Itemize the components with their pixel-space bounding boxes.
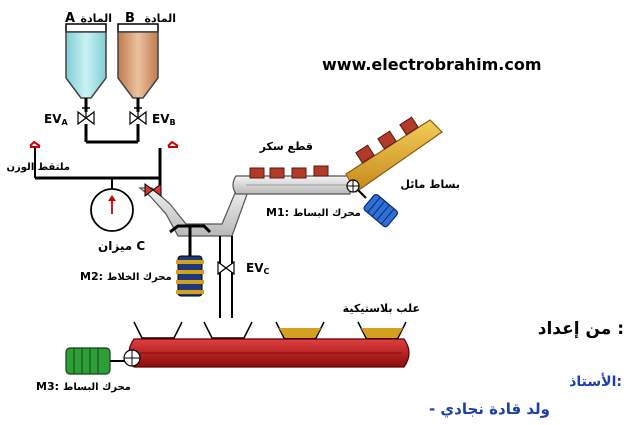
weight-sensor bbox=[29, 140, 179, 206]
mixer-stirrer bbox=[169, 224, 212, 256]
valve-evb-icon bbox=[129, 107, 147, 126]
sugar-cubes-label: قطع سكر bbox=[259, 140, 313, 153]
motor-m1 bbox=[346, 179, 399, 228]
hopper-b bbox=[117, 23, 159, 112]
plastic-box bbox=[357, 321, 407, 339]
hopper-b-letter: B bbox=[125, 11, 135, 26]
main-conveyor bbox=[128, 338, 410, 368]
credit-teacher: الأستاذ: bbox=[569, 373, 622, 390]
valve-eva-icon bbox=[77, 107, 95, 126]
valve-evc-icon bbox=[217, 260, 235, 276]
hopper-a-letter: A bbox=[65, 11, 75, 26]
credit-name: - ولد قادة نجادي bbox=[429, 400, 550, 419]
motor-m3 bbox=[65, 347, 141, 375]
motor-m1-label: M1:محرك البساط bbox=[266, 206, 361, 219]
sugar-cubes bbox=[249, 165, 329, 179]
hopper-b-name: المادة bbox=[144, 12, 176, 25]
inclined-conveyor bbox=[345, 116, 443, 193]
plastic-box bbox=[133, 321, 183, 339]
valve-eva-label: EVA bbox=[44, 112, 68, 127]
sugar-conveyor bbox=[232, 175, 351, 195]
plastic-boxes-label: علب بلاستيكية bbox=[343, 302, 420, 315]
weight-sensor-label: ملتقط الوزن bbox=[7, 162, 71, 173]
scale-label: ميزان C bbox=[98, 239, 145, 253]
plastic-box bbox=[203, 321, 253, 339]
hopper-a-name: المادة bbox=[80, 12, 112, 25]
valve-evb-label: EVB bbox=[152, 112, 176, 127]
hopper-a bbox=[65, 23, 107, 112]
valve-evc-label: EVC bbox=[246, 261, 269, 276]
website-url: www.electrobrahim.com bbox=[322, 55, 542, 74]
credit-prepared-by: من إعداد : bbox=[538, 319, 624, 339]
plastic-box bbox=[275, 321, 325, 339]
mixer-motor-label: M2:محرك الخلاط bbox=[80, 270, 172, 283]
motor-m3-label: M3:محرك البساط bbox=[36, 380, 131, 393]
inclined-conveyor-label: بساط مائل bbox=[400, 178, 460, 191]
weigh-valve-icon bbox=[144, 183, 162, 197]
mixer-motor-m2 bbox=[176, 255, 204, 297]
scale-c bbox=[90, 178, 134, 232]
mixing-chute bbox=[138, 185, 251, 237]
